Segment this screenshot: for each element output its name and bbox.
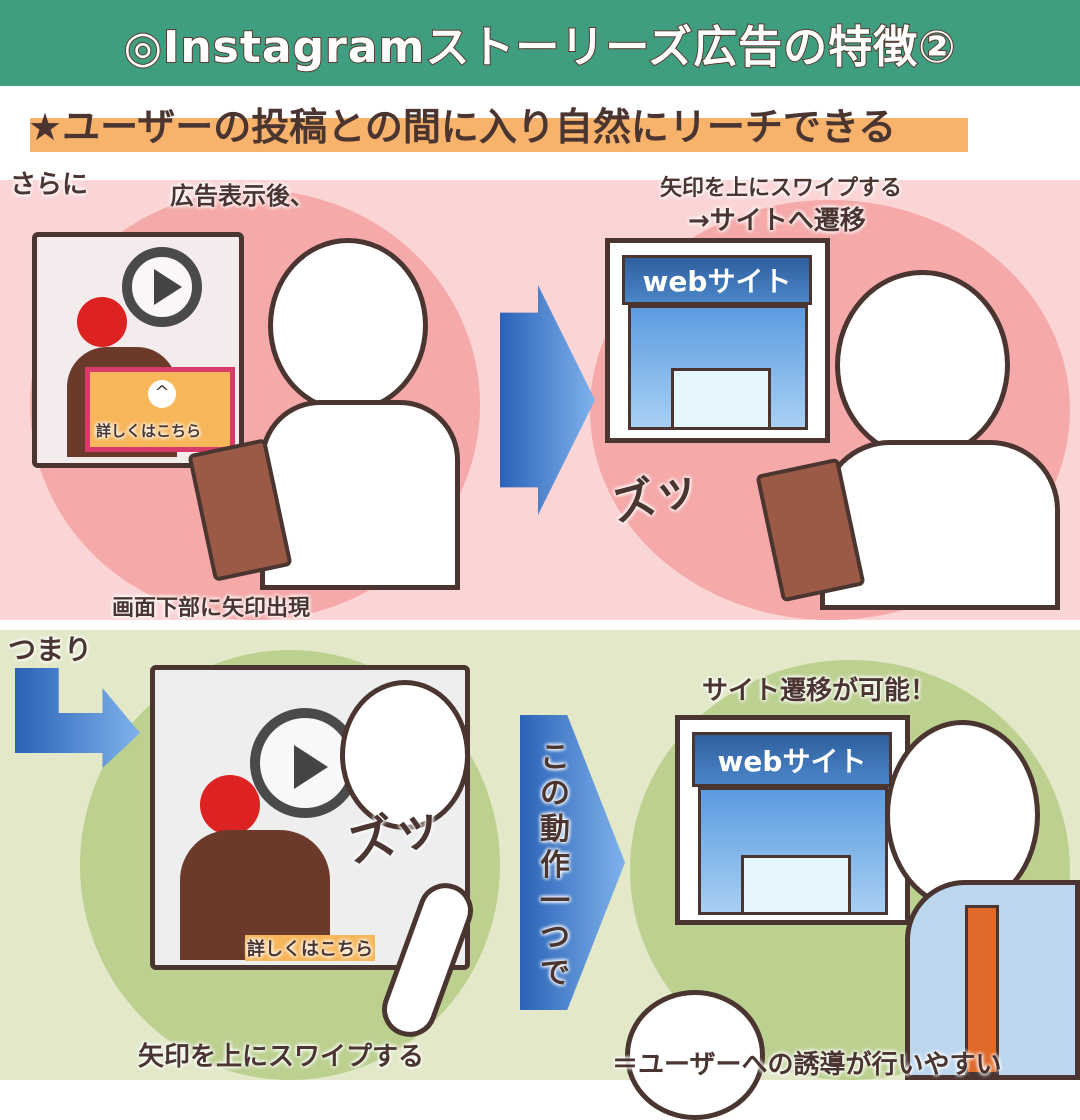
caption: サイト遷移が可能！: [702, 676, 937, 706]
conclusion: ＝ユーザーへの誘導が行いやすい: [612, 1050, 1002, 1080]
site-sign: webサイト: [692, 732, 892, 787]
building: [698, 787, 888, 915]
cta-box[interactable]: ^ 詳しくはこちら: [85, 367, 235, 452]
cta-label[interactable]: 詳しくはこちら: [96, 422, 202, 440]
cherry: [200, 775, 260, 835]
caption: 矢印を上にスワイプする: [660, 176, 903, 201]
website-illustration: webサイト: [675, 715, 910, 925]
caption: 画面下部に矢印出現: [112, 596, 311, 621]
person-head: [835, 270, 1010, 460]
man-head: [885, 720, 1040, 910]
page-title: ◎Instagramストーリーズ広告の特徴②: [123, 21, 957, 74]
title-bar: ◎Instagramストーリーズ広告の特徴②: [0, 0, 1080, 86]
building: [628, 305, 808, 430]
door: [741, 855, 851, 915]
chevron-up-icon[interactable]: ^: [148, 380, 176, 408]
person-head: [268, 238, 428, 413]
person-body: [260, 400, 460, 590]
arrow-text: この動作一つで: [540, 740, 570, 991]
door: [671, 368, 771, 430]
cta-label[interactable]: 詳しくはこちら: [245, 935, 375, 961]
site-sign: webサイト: [622, 255, 812, 305]
ad-phone-screen: ^ 詳しくはこちら: [32, 232, 244, 468]
subtitle: ★ユーザーの投稿との間に入り自然にリーチできる: [28, 105, 897, 149]
ad-phone-screen: [150, 665, 470, 970]
person-head: [340, 680, 470, 830]
necktie: [965, 905, 999, 1075]
caption: →サイトへ遷移: [688, 206, 866, 236]
caption: 広告表示後、: [170, 182, 314, 210]
cherry: [77, 297, 127, 347]
subtitle-highlight: [30, 118, 968, 152]
play-icon[interactable]: [122, 247, 202, 327]
caption: 矢印を上にスワイプする: [138, 1042, 425, 1072]
website-illustration: webサイト: [605, 238, 830, 443]
intro-label: つまり: [8, 633, 93, 666]
intro-label: さらに: [10, 170, 89, 200]
